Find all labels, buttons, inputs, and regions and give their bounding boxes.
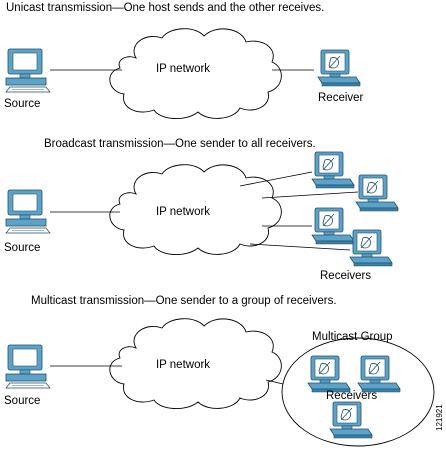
unicast-source-label: Source bbox=[4, 98, 41, 110]
broadcast-source-label: Source bbox=[4, 242, 41, 254]
broadcast-network-label: IP network bbox=[155, 206, 211, 218]
unicast-receiver-label: Receiver bbox=[318, 92, 364, 104]
multicast-caption: Multicast transmission—One sender to a g… bbox=[31, 295, 337, 307]
broadcast-receivers-label: Receivers bbox=[320, 270, 372, 282]
unicast-network-label: IP network bbox=[155, 63, 211, 75]
figure-id: 121921 bbox=[435, 404, 444, 431]
multicast-source-label: Source bbox=[4, 395, 41, 407]
broadcast-section bbox=[5, 151, 399, 267]
multicast-receivers-label: Receivers bbox=[326, 390, 378, 402]
unicast-caption: Unicast transmission—One host sends and … bbox=[6, 2, 325, 14]
multicast-group-label: Multicast Group bbox=[312, 331, 393, 343]
unicast-section bbox=[5, 28, 361, 120]
multicast-section bbox=[5, 318, 435, 447]
multicast-network-label: IP network bbox=[155, 359, 211, 371]
broadcast-caption: Broadcast transmission—One sender to all… bbox=[44, 138, 316, 150]
